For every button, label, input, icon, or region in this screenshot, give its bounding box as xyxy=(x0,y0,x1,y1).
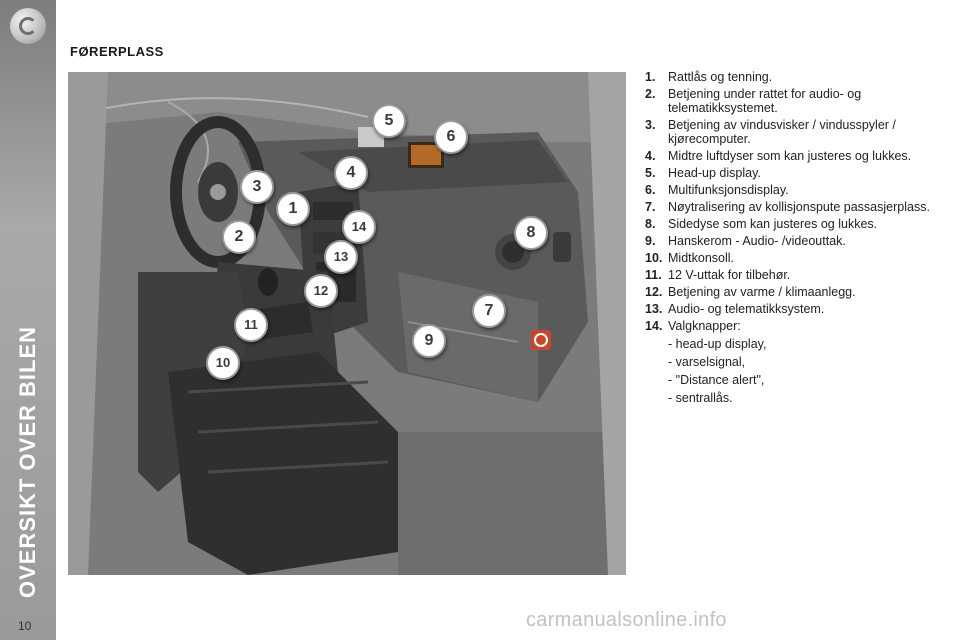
dashboard-drawing xyxy=(68,72,626,575)
list-item: 8.Sidedyse som kan justeres og lukkes. xyxy=(645,217,878,231)
callout-8: 8 xyxy=(514,216,548,250)
sidebar: OVERSIKT OVER BILEN 10 xyxy=(0,0,56,640)
callout-7: 7 xyxy=(472,294,506,328)
section-title: FØRERPLASS xyxy=(70,44,164,59)
sub-list-item: - varselsignal, xyxy=(668,355,746,369)
callout-4: 4 xyxy=(334,156,368,190)
callout-13: 13 xyxy=(324,240,358,274)
sub-list-item: - "Distance alert", xyxy=(668,373,765,387)
callout-9: 9 xyxy=(412,324,446,358)
callout-6: 6 xyxy=(434,120,468,154)
callout-1: 1 xyxy=(276,192,310,226)
list-item: 6.Multifunksjonsdisplay. xyxy=(645,183,789,197)
list-item: 7.Nøytralisering av kollisjonspute passa… xyxy=(645,200,930,214)
dashboard-illustration: 1 2 3 4 5 6 7 8 9 10 11 12 13 14 xyxy=(68,72,626,575)
list-item: 10.Midtkonsoll. xyxy=(645,251,734,265)
page-number: 10 xyxy=(18,619,32,633)
list-item: 9.Hanskerom - Audio- /videouttak. xyxy=(645,234,846,248)
list-item: 2.Betjening under rattet for audio- og t… xyxy=(645,87,862,115)
sub-list-item: - sentrallås. xyxy=(668,391,733,405)
list-item: 1.Rattlås og tenning. xyxy=(645,70,773,84)
list-item: 13.Audio- og telematikksystem. xyxy=(645,302,825,316)
callout-2: 2 xyxy=(222,220,256,254)
callout-14: 14 xyxy=(342,210,376,244)
list-item: 3.Betjening av vindusvisker / vindusspyl… xyxy=(645,118,896,146)
list-item: 11.12 V-uttak for tilbehør. xyxy=(645,268,791,282)
sub-list-item: - head-up display, xyxy=(668,337,767,351)
callout-11: 11 xyxy=(234,308,268,342)
list-item: 14.Valgknapper: xyxy=(645,319,741,333)
list-item: 5.Head-up display. xyxy=(645,166,761,180)
list-item: 4.Midtre luftdyser som kan justeres og l… xyxy=(645,149,912,163)
brand-logo-icon xyxy=(10,8,46,44)
watermark-text: carmanualsonline.info xyxy=(526,609,727,631)
legend-list: 1.Rattlås og tenning. 2.Betjening under … xyxy=(645,70,945,408)
callout-3: 3 xyxy=(240,170,274,204)
chapter-title: OVERSIKT OVER BILEN xyxy=(15,325,40,599)
callout-5: 5 xyxy=(372,104,406,138)
callout-10: 10 xyxy=(206,346,240,380)
list-item: 12.Betjening av varme / klimaanlegg. xyxy=(645,285,856,299)
callout-12: 12 xyxy=(304,274,338,308)
